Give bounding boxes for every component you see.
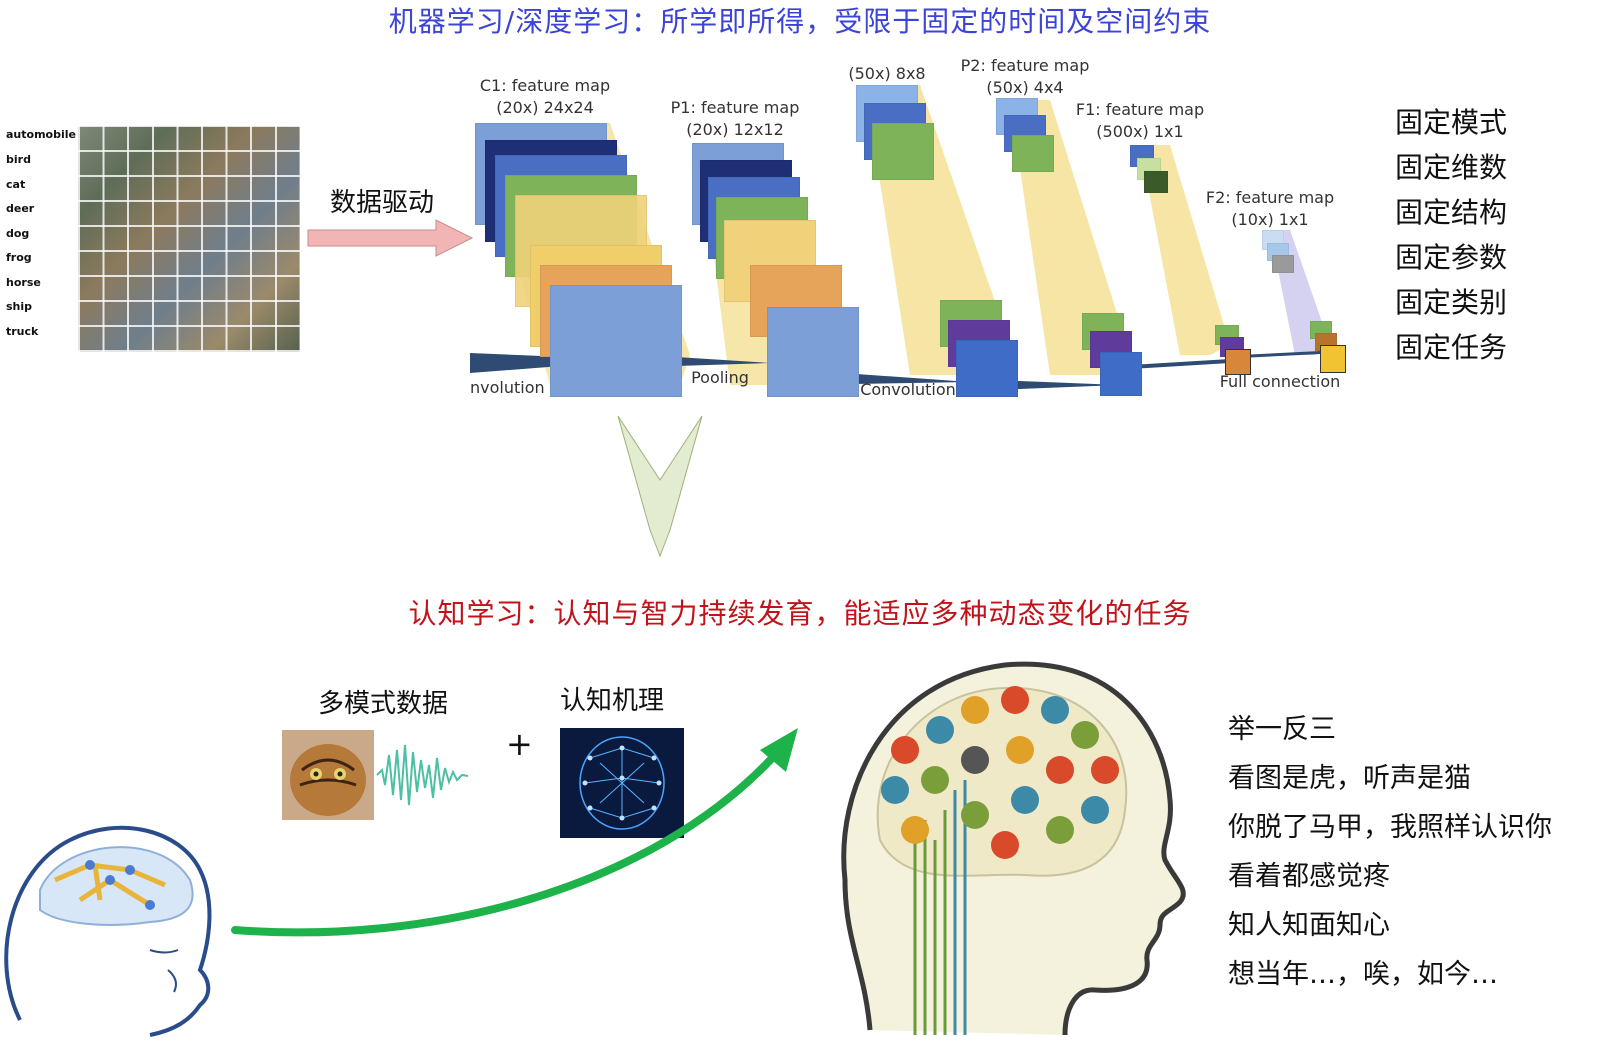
list-item: 固定任务	[1395, 331, 1508, 364]
op-convolution-label: nvolution	[470, 378, 545, 397]
list-item: 想当年…，唉，如今…	[1228, 959, 1498, 990]
list-item: 固定参数	[1395, 241, 1508, 274]
class-label: cat	[6, 178, 26, 191]
class-label: truck	[6, 325, 39, 338]
dataset-thumbnail-grid	[78, 126, 300, 352]
growth-curve-arrow-icon	[231, 728, 798, 937]
p1-label: P1: feature map (20x) 12x12	[670, 98, 800, 139]
down-arrow-icon	[617, 415, 703, 558]
cnn-diagram: C1: feature map (20x) 24x24 P1: feature …	[470, 55, 1370, 400]
multimodal-label: 多模式数据	[318, 689, 449, 719]
dataset-panel: automobile bird cat deer dog frog horse …	[0, 120, 310, 360]
list-item: 固定模式	[1395, 106, 1508, 139]
list-item: 固定维数	[1395, 151, 1508, 184]
cognitive-abilities-list: 举一反三 看图是虎，听声是猫 你脱了马甲，我照样认识你 看着都感觉疼 知人知面知…	[1228, 705, 1552, 999]
cognitive-network-icon	[560, 728, 684, 838]
data-drive-label: 数据驱动	[330, 188, 435, 218]
f1-label: F1: feature map (500x) 1x1	[1075, 100, 1205, 141]
data-drive-arrow-icon	[307, 219, 474, 257]
class-label: ship	[6, 300, 33, 313]
list-item: 看着都感觉疼	[1228, 861, 1390, 892]
op-convolution-label: Convolution	[860, 380, 956, 399]
op-full-connection-label: Full connection	[1219, 372, 1341, 391]
class-label: dog	[6, 227, 30, 240]
class-label: horse	[6, 276, 41, 289]
list-item: 你脱了马甲，我照样认识你	[1228, 812, 1552, 843]
class-label: frog	[6, 251, 32, 264]
cognition-label: 认知机理	[560, 686, 665, 716]
baby-brain-icon	[4, 825, 212, 1037]
c1-label: C1: feature map (20x) 24x24	[479, 76, 611, 117]
op-pooling-label: Pooling	[691, 368, 749, 387]
list-item: 举一反三	[1228, 714, 1336, 745]
c2-label: (50x) 8x8	[848, 64, 926, 83]
list-item: 看图是虎，听声是猫	[1228, 763, 1471, 794]
class-label: bird	[6, 153, 31, 166]
plus-sign: +	[506, 725, 533, 763]
p2-label: P2: feature map (50x) 4x4	[960, 56, 1090, 97]
multimodal-image-icon	[282, 730, 469, 820]
class-label: deer	[6, 202, 35, 215]
top-title: 机器学习/深度学习：所学即所得，受限于固定的时间及空间约束	[388, 5, 1212, 38]
f2-label: F2: feature map (10x) 1x1	[1205, 188, 1335, 229]
cognitive-brain-head-icon	[841, 661, 1186, 1035]
list-item: 固定类别	[1395, 286, 1508, 319]
fixed-constraints-list: 固定模式 固定维数 固定结构 固定参数 固定类别 固定任务	[1395, 100, 1507, 370]
list-item: 固定结构	[1395, 196, 1508, 229]
middle-title: 认知学习：认知与智力持续发育，能适应多种动态变化的任务	[408, 597, 1192, 630]
class-label: automobile	[6, 128, 76, 141]
list-item: 知人知面知心	[1228, 910, 1390, 941]
